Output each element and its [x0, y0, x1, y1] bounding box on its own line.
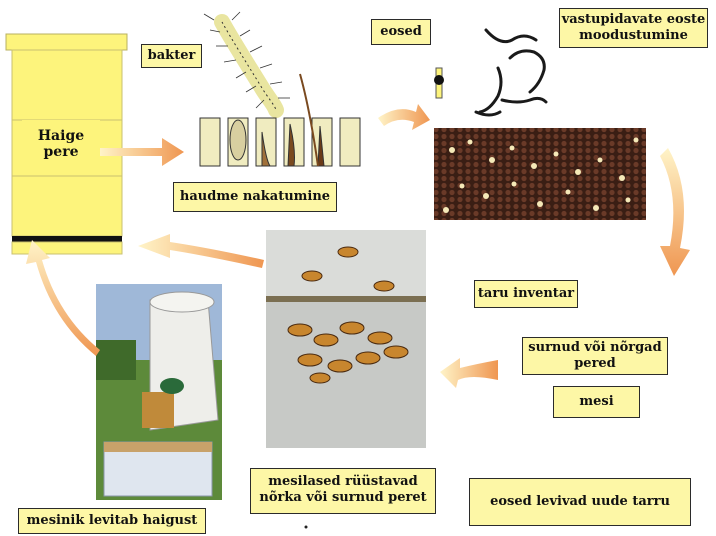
label-haige-line1: Haige — [22, 128, 100, 144]
arrow-haudme-to-comb — [378, 104, 430, 130]
label-mesilased-ruustavad: mesilased rüüstavad nõrka või surnud per… — [250, 468, 436, 514]
arrow-bees-to-hive — [138, 234, 264, 268]
label-eosed-levivad: eosed levivad uude tarru — [469, 478, 691, 526]
comb-photo — [434, 128, 646, 220]
arrow-surnud-to-bees — [440, 358, 498, 388]
arrow-beekeeper-to-hive — [26, 240, 100, 356]
brood-cells-illustration — [200, 74, 360, 166]
label-vastupidavate-line1: vastupidavate eoste — [560, 12, 707, 28]
label-taru-inventar: taru inventar — [474, 280, 578, 308]
stray-dot — [305, 526, 308, 529]
spore-illustration — [434, 68, 444, 98]
arrow-comb-to-inventar — [660, 148, 690, 276]
label-bakter: bakter — [141, 44, 202, 68]
label-surnud-line2: pered — [523, 356, 667, 372]
label-haige-line2: pere — [22, 144, 100, 160]
label-haige-pere: Haige pere — [22, 120, 100, 170]
label-mesilased-line1: mesilased rüüstavad — [251, 474, 435, 490]
label-vastupidavate-line2: moodustumine — [560, 28, 707, 44]
label-haudme-nakatumine: haudme nakatumine — [173, 182, 337, 212]
beekeeper-photo — [96, 284, 222, 500]
label-mesilased-line2: nõrka või surnud peret — [251, 490, 435, 506]
spore-threads-illustration — [476, 30, 546, 115]
label-mesinik-levitab: mesinik levitab haigust — [18, 508, 206, 534]
label-mesi: mesi — [553, 386, 640, 418]
label-vastupidavate-eoste: vastupidavate eoste moodustumine — [559, 8, 708, 48]
label-eosed: eosed — [371, 19, 431, 45]
label-surnud-voi-norgad: surnud või nõrgad pered — [522, 337, 668, 375]
label-surnud-line1: surnud või nõrgad — [523, 340, 667, 356]
bees-photo — [266, 230, 426, 448]
bacterium-illustration — [204, 12, 290, 110]
